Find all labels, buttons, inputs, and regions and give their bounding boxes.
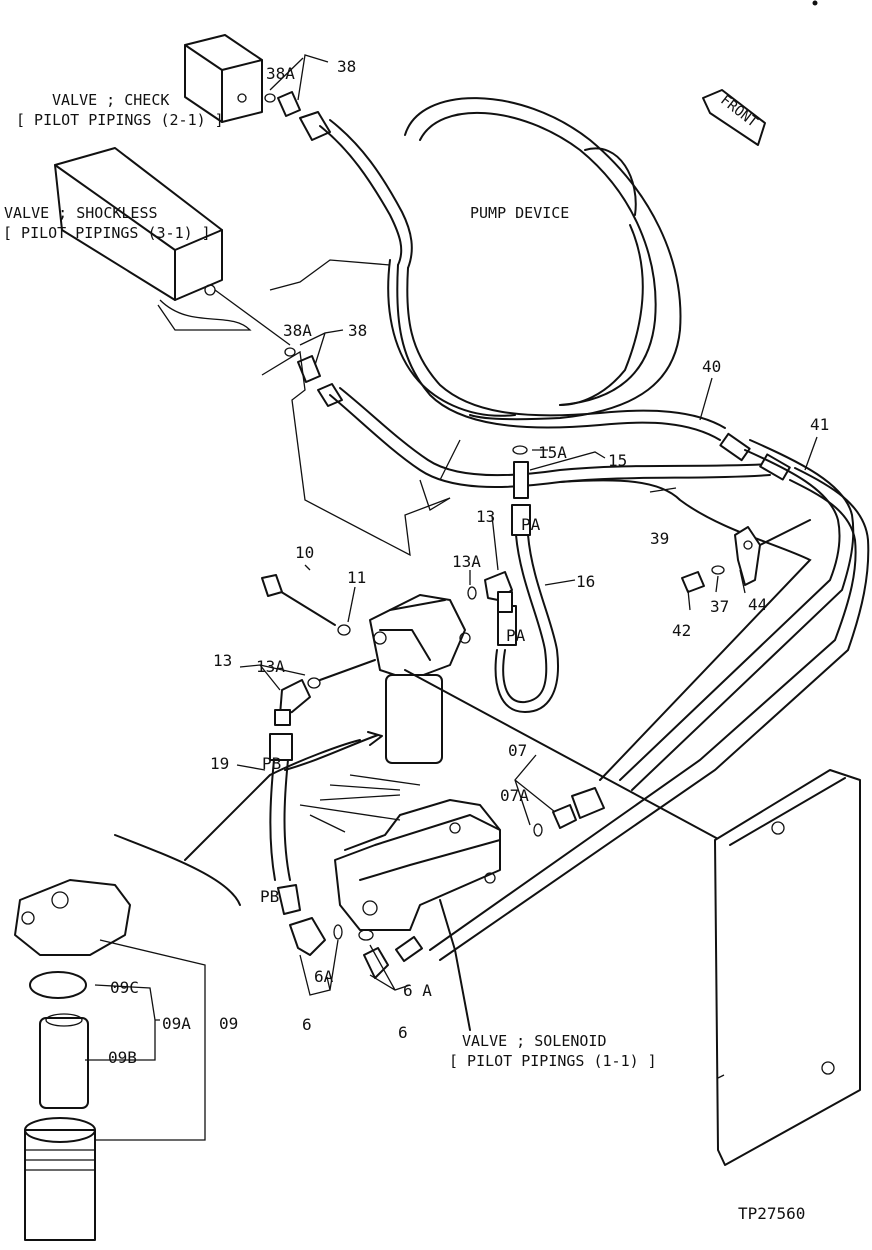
elbow-6-pair — [289, 917, 389, 979]
callout-numbers: 38A 38 38A 38 40 41 39 15A 15 13 13A 16 … — [108, 57, 829, 1067]
callout-07A: 07A — [500, 786, 529, 805]
valve-shockless-title: VALVE ; SHOCKLESS — [4, 204, 158, 222]
figure-id: TP27560 — [738, 1204, 805, 1223]
callout-38A-mid: 38A — [283, 321, 312, 340]
mounting-plate — [714, 769, 861, 1166]
callout-6-right: 6 — [398, 1023, 408, 1042]
callout-13-top: 13 — [476, 507, 495, 526]
corner-dot — [812, 0, 818, 6]
valve-check-title: VALVE ; CHECK — [52, 91, 169, 109]
check-valve-block — [184, 34, 331, 141]
callout-13-left: 13 — [213, 651, 232, 670]
callout-PA-top: PA — [521, 515, 541, 534]
valve-shockless-subtitle: [ PILOT PIPINGS (3-1) ] — [3, 224, 211, 242]
callout-42: 42 — [672, 621, 691, 640]
valve-shockless-label: VALVE ; SHOCKLESS [ PILOT PIPINGS (3-1) … — [3, 204, 211, 242]
bracket-44-assembly — [681, 519, 811, 593]
callout-38-mid: 38 — [348, 321, 367, 340]
callout-09: 09 — [219, 1014, 238, 1033]
pump-device-label: PUMP DEVICE — [470, 204, 569, 222]
valve-solenoid-subtitle: [ PILOT PIPINGS (1-1) ] — [449, 1052, 657, 1070]
callout-15A: 15A — [538, 443, 567, 462]
callout-19: 19 — [210, 754, 229, 773]
callout-13A-top: 13A — [452, 552, 481, 571]
callout-15: 15 — [608, 451, 627, 470]
callout-PB-bottom: PB — [260, 887, 279, 906]
pilot-pipe-40-41 — [394, 432, 870, 963]
pump-device — [261, 97, 682, 557]
pilot-pipe-38-upper — [319, 119, 726, 441]
callout-07: 07 — [508, 741, 527, 760]
front-direction-arrow: FRONT — [702, 89, 766, 146]
hose-19-assembly — [269, 679, 383, 915]
callout-39: 39 — [650, 529, 669, 548]
callout-40: 40 — [702, 357, 721, 376]
callout-09A: 09A — [162, 1014, 191, 1033]
callout-6-left: 6 — [302, 1015, 312, 1034]
valve-solenoid-label: VALVE ; SOLENOID [ PILOT PIPINGS (1-1) ] — [449, 1032, 657, 1070]
callout-11: 11 — [347, 568, 366, 587]
callout-09B: 09B — [108, 1048, 137, 1067]
callout-PB-top: PB — [262, 754, 281, 773]
leader-lines — [85, 54, 818, 1061]
valve-check-label: VALVE ; CHECK [ PILOT PIPINGS (2-1) ] — [16, 91, 224, 129]
fitting-15-hose-16 — [494, 445, 559, 714]
callout-38A-top: 38A — [266, 64, 295, 83]
callout-09C: 09C — [110, 978, 139, 997]
callout-13A-left: 13A — [256, 657, 285, 676]
valve-check-subtitle: [ PILOT PIPINGS (2-1) ] — [16, 111, 224, 129]
callout-6A-left: 6A — [314, 967, 334, 986]
shockless-valve-block — [54, 147, 343, 407]
callout-41: 41 — [810, 415, 829, 434]
callout-6A-right: 6 A — [403, 981, 432, 1000]
callout-38-top: 38 — [337, 57, 356, 76]
pilot-pipe-38-lower — [329, 387, 771, 488]
filter-element-exploded — [14, 739, 361, 1241]
callout-44: 44 — [748, 595, 767, 614]
callout-16: 16 — [576, 572, 595, 591]
callout-PA-bottom: PA — [506, 626, 526, 645]
callout-10: 10 — [295, 543, 314, 562]
filter-assembly — [261, 574, 721, 841]
elbow-13-upper — [467, 571, 513, 613]
callout-37: 37 — [710, 597, 729, 616]
solenoid-valve-block — [299, 774, 605, 1031]
valve-solenoid-title: VALVE ; SOLENOID — [462, 1032, 607, 1050]
